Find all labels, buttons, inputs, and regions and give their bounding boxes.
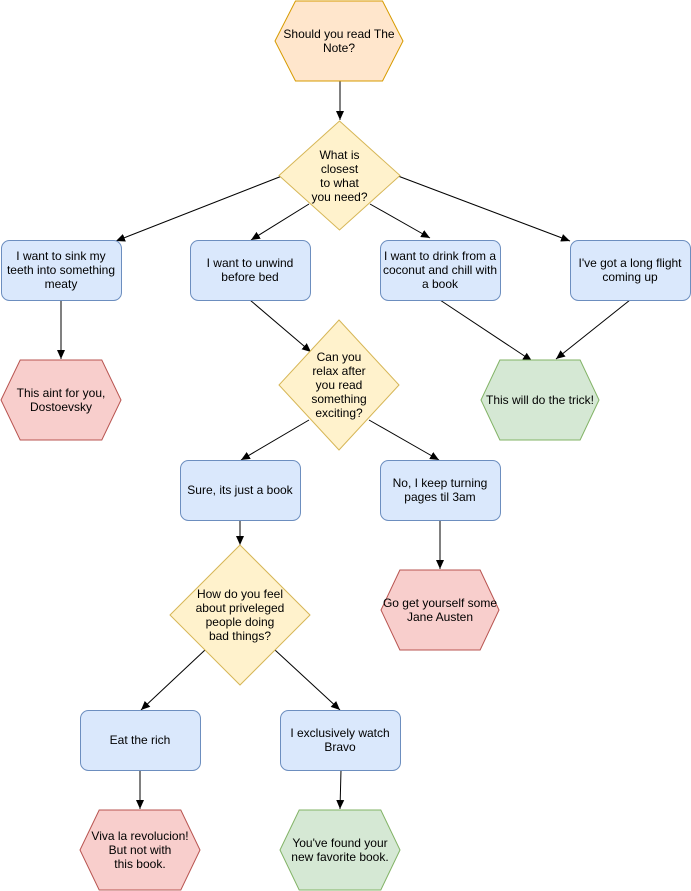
node-label-line: Should you read The	[283, 27, 395, 41]
node-label-line: new favorite book.	[291, 850, 389, 864]
node-label-line: How do you feel	[196, 587, 284, 601]
node-label-line: This aint for you,	[16, 386, 106, 400]
node-label-line: before bed	[221, 270, 279, 284]
node-label-line: bad things?	[208, 629, 272, 643]
node-label-line: to what	[320, 175, 359, 190]
edge-q-closest-to-opt-flight	[397, 175, 571, 242]
node-label-line: I want to sink my	[16, 249, 106, 263]
node-label-line: meaty	[44, 277, 78, 291]
node-label-line: Sure, its just a book	[187, 483, 293, 497]
edge-opt-coconut-to-res-trick	[439, 299, 533, 362]
process-node-opt-coconut	[380, 240, 501, 301]
terminal-node-res-trick	[480, 359, 600, 441]
node-label-line: Can you	[316, 350, 362, 364]
edge-q-relax-to-opt-sure	[240, 419, 310, 461]
node-label-line: coconut and chill with	[382, 263, 498, 277]
decision-node-q-relax	[278, 319, 400, 451]
node-label-line: But not with	[108, 843, 172, 857]
edge-opt-flight-to-res-trick	[555, 299, 631, 360]
edge-q-privileged-to-opt-bravo	[274, 649, 341, 711]
node-label-line: this book.	[114, 857, 166, 871]
edge-q-closest-to-opt-coconut	[369, 203, 431, 239]
node-label-line: coming up	[602, 270, 658, 284]
node-label-opt-eat: Eat the rich	[80, 710, 200, 770]
node-label-line: pages til 3am	[404, 490, 476, 504]
node-label-line: This will do the trick!	[485, 393, 595, 407]
edge-q-closest-to-opt-meaty	[115, 175, 283, 242]
node-label-line: teeth into something	[6, 263, 116, 277]
node-label-line: a book	[421, 277, 458, 291]
edge-q-closest-to-opt-unwind	[250, 203, 310, 241]
terminal-node-res-austen	[380, 569, 500, 651]
node-label-line: closest	[320, 161, 359, 176]
node-label-line: Viva la revolucion!	[91, 829, 189, 843]
node-label-line: Bravo	[324, 740, 356, 754]
node-label-line: you read	[315, 378, 363, 392]
node-label-line: people doing	[205, 615, 275, 629]
edge-opt-bravo-to-res-favorite	[336, 769, 345, 810]
node-label-res-trick: This will do the trick!	[481, 360, 599, 440]
node-label-res-dostoevsky: This aint for you,Dostoevsky	[1, 360, 121, 440]
node-label-line: Eat the rich	[109, 733, 171, 747]
process-node-opt-eat	[80, 710, 201, 771]
node-label-line: I want to drink from a	[383, 249, 497, 263]
process-node-opt-unwind	[190, 240, 311, 301]
edge-q-relax-to-opt-no	[368, 419, 440, 461]
node-label-line: I want to unwind	[206, 256, 294, 270]
node-label-line: something	[311, 392, 367, 406]
node-label-line: Dostoevsky	[29, 400, 93, 414]
node-label-line: I exclusively watch	[290, 726, 390, 740]
node-label-line: exciting?	[315, 406, 363, 420]
node-label-line: You've found your	[292, 836, 388, 850]
node-label-line: Jane Austen	[406, 610, 474, 624]
edge-q-privileged-to-opt-eat	[140, 649, 206, 711]
terminal-node-start	[274, 0, 404, 82]
terminal-node-res-favorite	[279, 809, 401, 891]
process-node-opt-sure	[180, 460, 301, 521]
process-node-opt-no	[380, 460, 501, 521]
node-label-line: Go get yourself some	[382, 596, 498, 610]
node-label-line: you need?	[311, 189, 368, 204]
node-label-line: relax after	[312, 364, 366, 378]
edge-opt-unwind-to-q-relax	[249, 299, 312, 353]
node-label-line: No, I keep turning	[392, 476, 488, 490]
node-label-line: What is	[319, 147, 360, 162]
node-label-line: about priveleged	[195, 601, 285, 615]
process-node-opt-meaty	[1, 240, 122, 301]
node-label-line: I've got a long flight	[578, 256, 682, 270]
decision-node-q-privileged	[169, 544, 311, 686]
decision-node-q-closest	[278, 120, 401, 231]
node-label-opt-sure: Sure, its just a book	[180, 460, 300, 520]
terminal-node-res-dostoevsky	[0, 359, 122, 441]
process-node-opt-bravo	[280, 710, 401, 771]
node-label-line: Note?	[322, 41, 355, 55]
terminal-node-res-revolucion	[79, 809, 201, 891]
